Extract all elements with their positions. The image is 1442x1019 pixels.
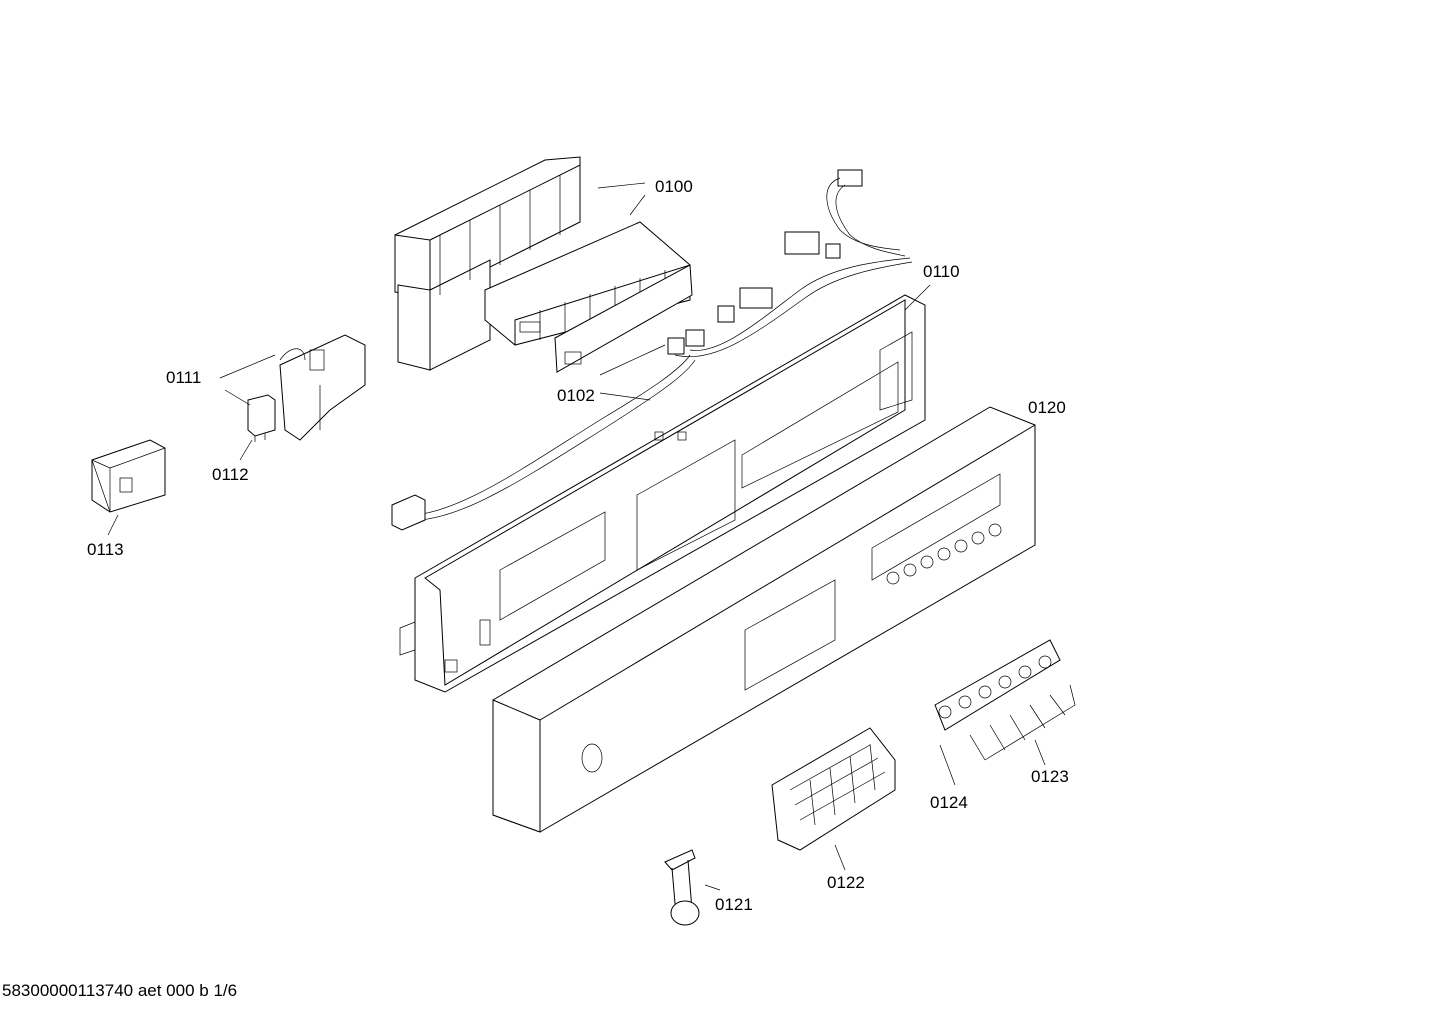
button-leaders-0123 bbox=[969, 684, 1076, 761]
label-0100: 0100 bbox=[655, 177, 693, 196]
lever-0121 bbox=[664, 849, 700, 926]
label-0124: 0124 bbox=[930, 793, 968, 812]
control-module-0100 bbox=[394, 156, 691, 371]
label-0102: 0102 bbox=[557, 386, 595, 405]
label-0113: 0113 bbox=[87, 540, 124, 559]
leader-lines bbox=[107, 182, 1046, 891]
label-0110: 0110 bbox=[923, 262, 960, 281]
front-panel-0120 bbox=[492, 406, 1036, 833]
label-0122: 0122 bbox=[827, 873, 865, 892]
label-0123: 0123 bbox=[1031, 767, 1069, 786]
label-0112: 0112 bbox=[212, 465, 249, 484]
switch-0111 bbox=[279, 334, 366, 441]
label-0120: 0120 bbox=[1028, 398, 1066, 417]
capacitor-0112 bbox=[247, 394, 276, 442]
handle-0122 bbox=[771, 727, 896, 851]
inner-frame-0110 bbox=[399, 294, 926, 693]
label-0111: 0111 bbox=[166, 368, 201, 387]
label-0121: 0121 bbox=[715, 895, 753, 914]
relay-0113 bbox=[91, 439, 166, 513]
button-carrier-0124 bbox=[934, 639, 1061, 731]
wiring-harness-0110 bbox=[391, 169, 913, 531]
display-board-0102 bbox=[554, 264, 693, 373]
document-footer-id: 58300000113740 aet 000 b 1/6 bbox=[2, 981, 238, 1000]
